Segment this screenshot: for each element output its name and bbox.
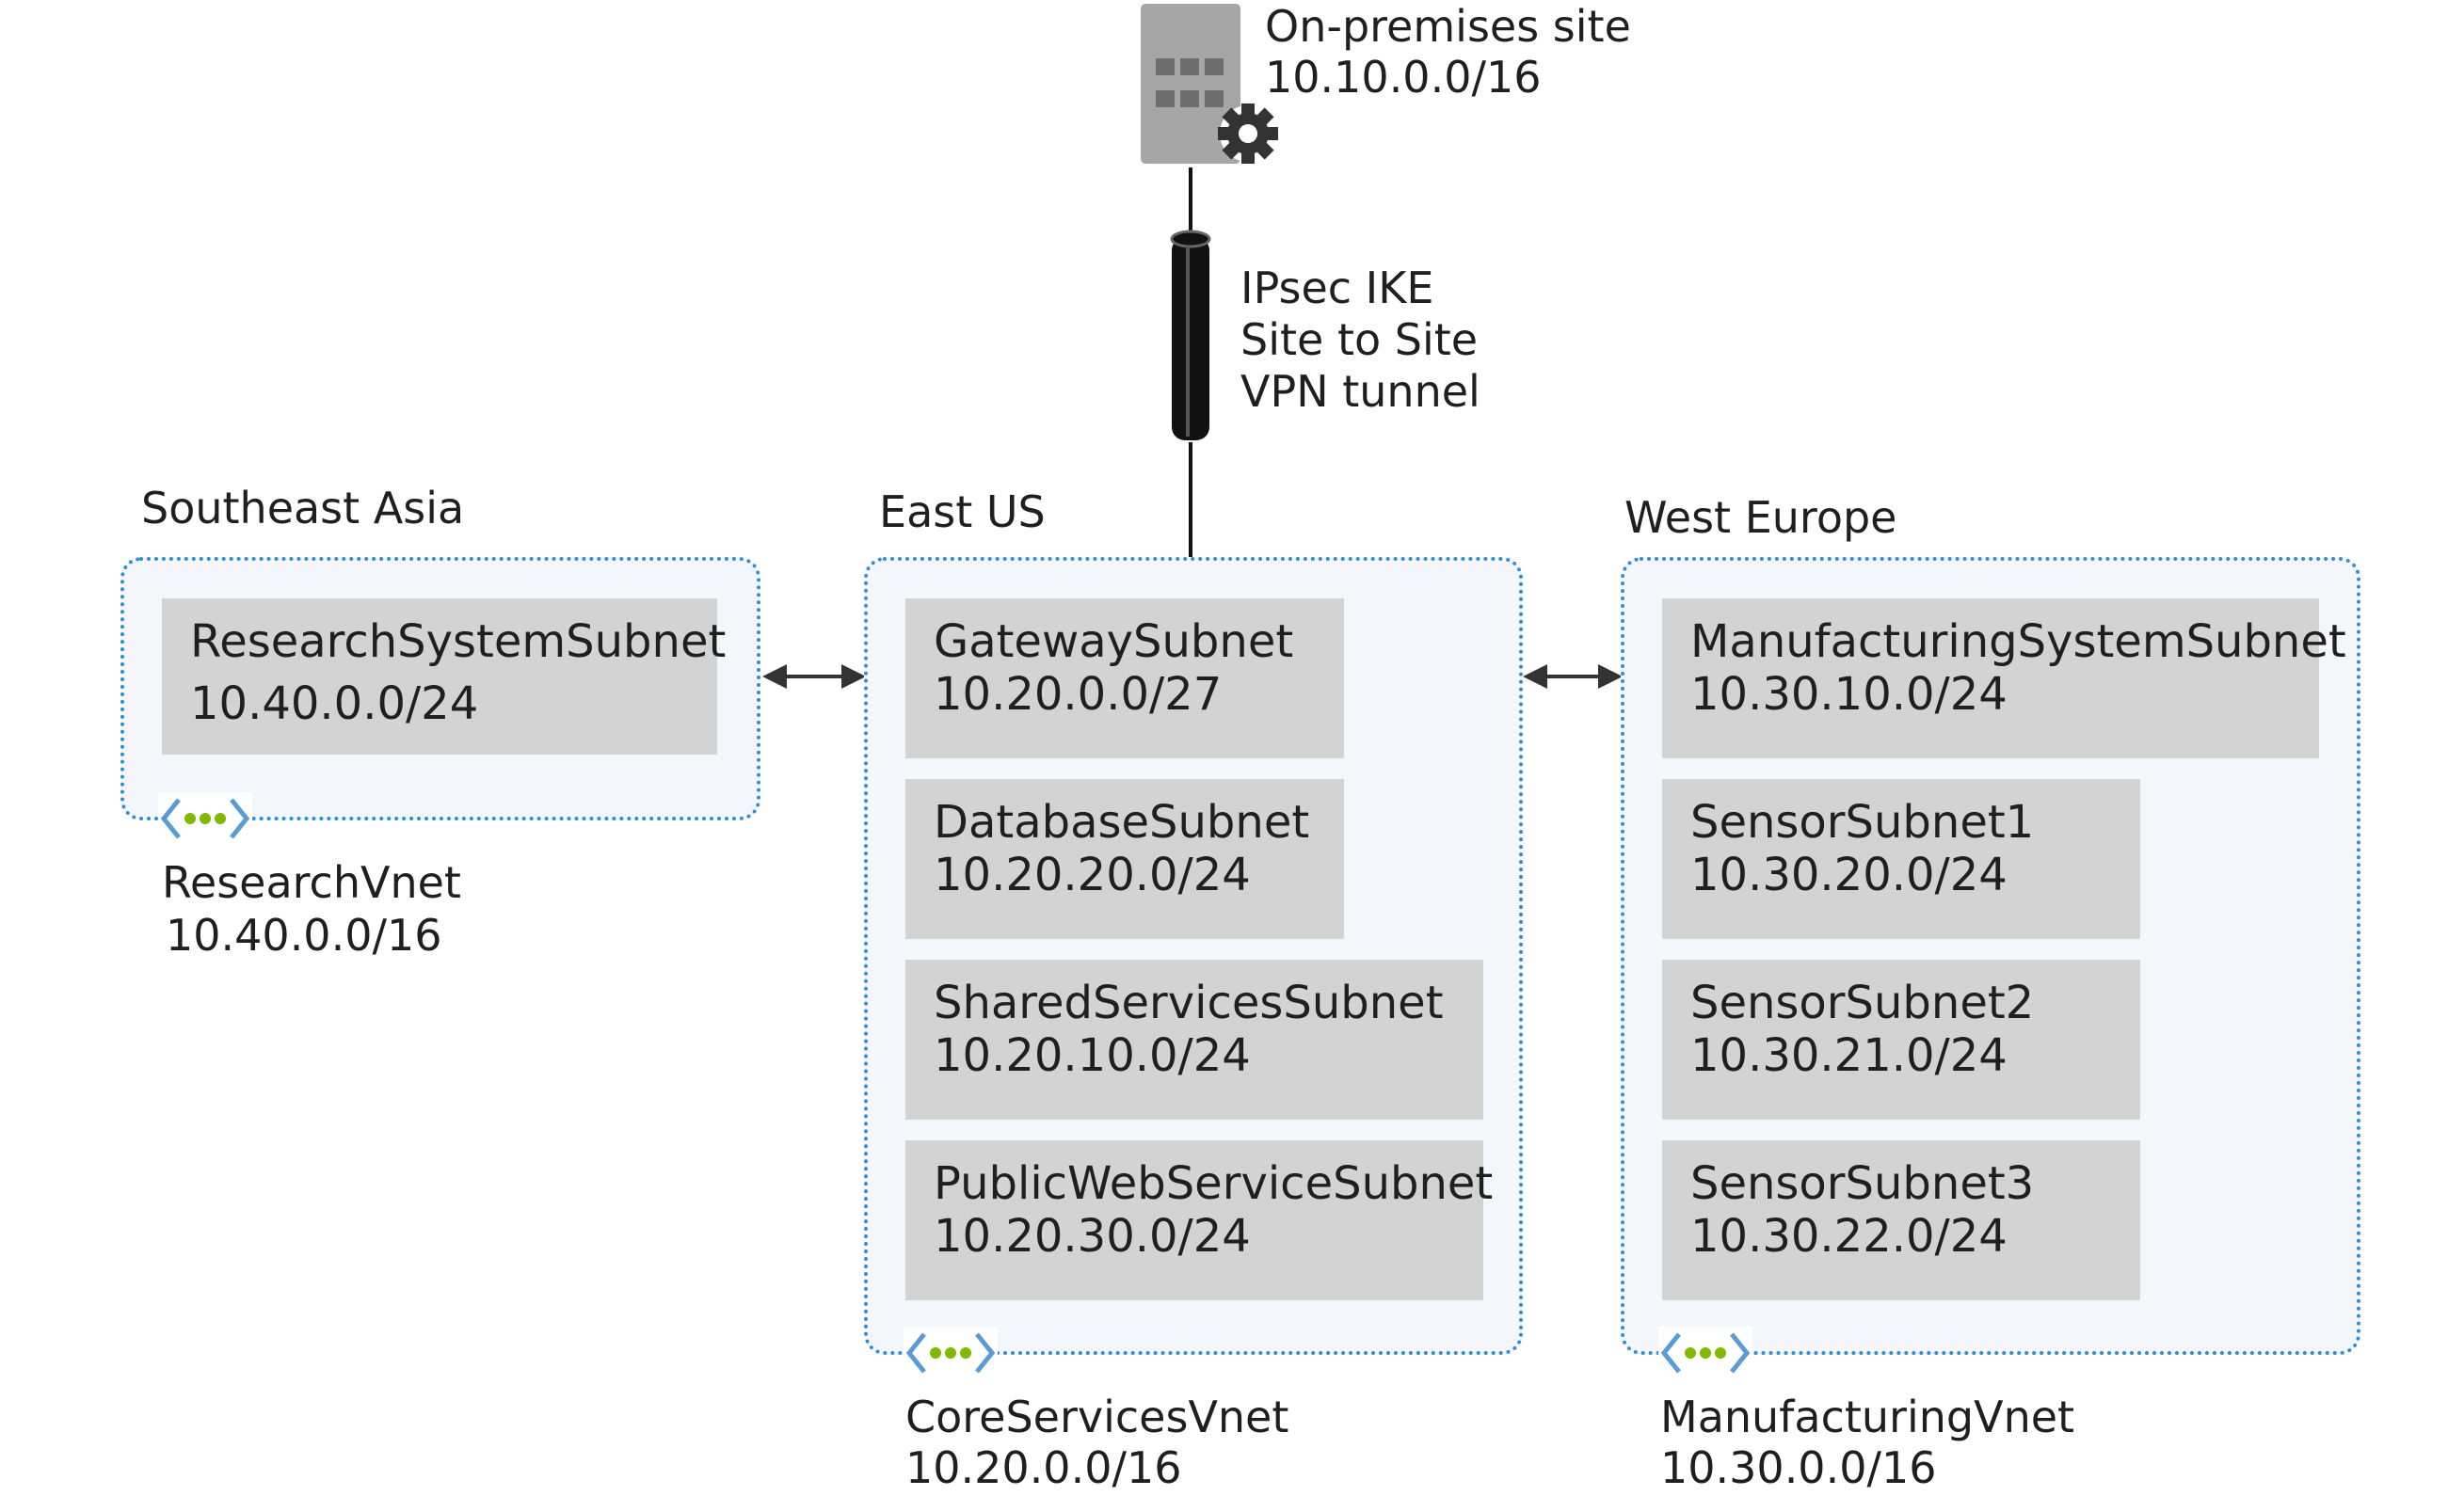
vnet-box-core-services: GatewaySubnet 10.20.0.0/27 DatabaseSubne… xyxy=(864,557,1523,1355)
subnet-name: SensorSubnet2 xyxy=(1690,977,2035,1029)
subnet-cidr: 10.30.10.0/24 xyxy=(1690,668,2008,721)
vnet-cidr-research: 10.40.0.0/16 xyxy=(166,910,442,961)
subnet-name: ResearchSystemSubnet xyxy=(190,615,727,668)
subnet-name: SensorSubnet1 xyxy=(1690,796,2035,849)
vnet-name-core-services: CoreServicesVnet xyxy=(905,1392,1289,1442)
vnet-box-manufacturing: ManufacturingSystemSubnet 10.30.10.0/24 … xyxy=(1621,557,2360,1355)
region-label-east-us: East US xyxy=(879,486,1046,537)
subnet-public-web-service[interactable]: PublicWebServiceSubnet 10.20.30.0/24 xyxy=(905,1140,1494,1300)
subnet-research-system[interactable]: ResearchSystemSubnet 10.40.0.0/24 xyxy=(162,598,727,755)
subnet-database[interactable]: DatabaseSubnet 10.20.20.0/24 xyxy=(905,779,1344,939)
subnet-cidr: 10.20.30.0/24 xyxy=(934,1210,1251,1263)
virtual-network-icon xyxy=(158,792,252,845)
subnet-cidr: 10.20.10.0/24 xyxy=(934,1029,1251,1082)
vpn-tunnel-icon xyxy=(1170,230,1211,440)
vnet-cidr-manufacturing: 10.30.0.0/16 xyxy=(1660,1442,1937,1493)
subnet-sensor-1[interactable]: SensorSubnet1 10.30.20.0/24 xyxy=(1662,779,2140,939)
subnet-cidr: 10.30.22.0/24 xyxy=(1690,1210,2008,1263)
subnet-name: SharedServicesSubnet xyxy=(934,977,1444,1029)
vpn-label-line1: IPsec IKE xyxy=(1240,263,1434,313)
subnet-sensor-3[interactable]: SensorSubnet3 10.30.22.0/24 xyxy=(1662,1140,2140,1300)
subnet-shared-services[interactable]: SharedServicesSubnet 10.20.10.0/24 xyxy=(905,960,1483,1120)
subnet-name: GatewaySubnet xyxy=(934,615,1294,668)
subnet-name: ManufacturingSystemSubnet xyxy=(1690,615,2346,668)
subnet-cidr: 10.20.20.0/24 xyxy=(934,849,1251,901)
onprem-name: On-premises site xyxy=(1265,1,1631,52)
subnet-gateway[interactable]: GatewaySubnet 10.20.0.0/27 xyxy=(905,598,1344,758)
subnet-cidr: 10.30.20.0/24 xyxy=(1690,849,2008,901)
peering-arrow-research-core xyxy=(762,664,866,689)
subnet-name: SensorSubnet3 xyxy=(1690,1157,2035,1210)
region-label-southeast-asia: Southeast Asia xyxy=(141,483,465,533)
virtual-network-icon xyxy=(1658,1327,1752,1379)
virtual-network-icon xyxy=(904,1327,998,1379)
subnet-name: DatabaseSubnet xyxy=(934,796,1310,849)
vnet-cidr-core-services: 10.20.0.0/16 xyxy=(905,1442,1182,1493)
subnet-cidr: 10.30.21.0/24 xyxy=(1690,1029,2008,1082)
onprem-cidr: 10.10.0.0/16 xyxy=(1265,52,1542,103)
subnet-name: PublicWebServiceSubnet xyxy=(934,1157,1494,1210)
vpn-label-line3: VPN tunnel xyxy=(1240,366,1480,417)
subnet-sensor-2[interactable]: SensorSubnet2 10.30.21.0/24 xyxy=(1662,960,2140,1120)
building-gear-icon xyxy=(1141,4,1278,164)
subnet-cidr: 10.40.0.0/24 xyxy=(190,677,479,730)
peering-arrow-core-manufacturing xyxy=(1523,664,1623,689)
subnet-cidr: 10.20.0.0/27 xyxy=(934,668,1223,721)
region-label-west-europe: West Europe xyxy=(1624,492,1897,543)
vpn-label-line2: Site to Site xyxy=(1240,314,1479,365)
vnet-box-research: ResearchSystemSubnet 10.40.0.0/24 xyxy=(120,557,760,820)
subnet-manufacturing-system[interactable]: ManufacturingSystemSubnet 10.30.10.0/24 xyxy=(1662,598,2346,758)
vnet-name-manufacturing: ManufacturingVnet xyxy=(1660,1392,2075,1442)
vnet-name-research: ResearchVnet xyxy=(162,857,461,908)
